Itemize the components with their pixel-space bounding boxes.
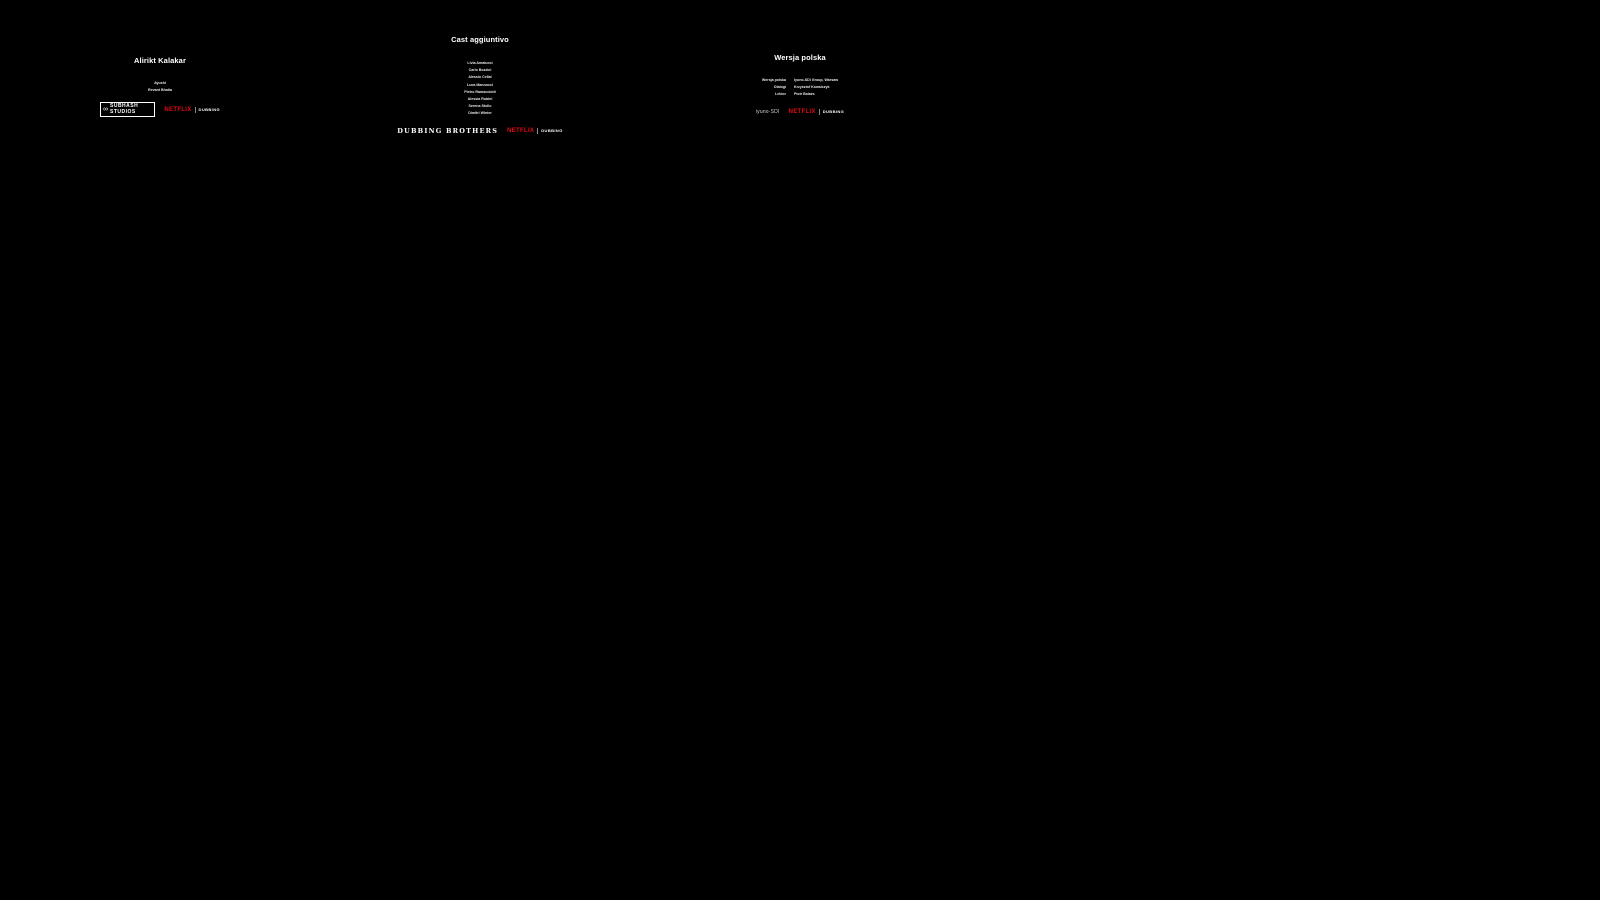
logo-divider (194, 106, 196, 113)
credit-name: Serena Stollo (468, 104, 492, 109)
credit-name: Pietro Ramacciotti (464, 89, 496, 94)
netflix-logo: NETFLIX (788, 108, 816, 115)
credit-heading: Wersja polska (774, 53, 826, 62)
film-reel-icon: ∞ (103, 106, 108, 114)
credit-name: Luca Mannocci (467, 82, 493, 87)
credit-value: Piotr Balazs (794, 92, 815, 97)
logo-row: DUBBING BROTHERS NETFLIX DUBBING (397, 127, 562, 135)
logo-row: iyuno·SDI NETFLIX DUBBING (755, 108, 845, 115)
credit-name: Livia Amatucci (467, 61, 493, 65)
credit-value: Iyuno-SDI Group, Warsaw (794, 78, 838, 82)
credit-role: Dialogi (774, 85, 786, 90)
credit-block-polish: Wersja polska Wersja polska Iyuno-SDI Gr… (740, 53, 860, 115)
credit-name-list: Livia Amatucci Carlo Bozzini Alessio Cel… (464, 60, 496, 118)
dubbing-label: DUBBING (198, 107, 220, 113)
netflix-dubbing-logo: NETFLIX DUBBING (164, 106, 220, 113)
credit-value: Krzysztof Kowalczyk (794, 85, 830, 90)
dubbing-label: DUBBING (822, 109, 845, 115)
credit-name: Alessio Cellai (468, 75, 492, 80)
credit-table: Wersja polska Iyuno-SDI Group, Warsaw Di… (746, 77, 854, 99)
dubbing-label: DUBBING (541, 128, 563, 134)
credit-name: Revant Bhatia (148, 88, 172, 93)
credit-name: Ayushi (154, 81, 166, 85)
credit-name: Carlo Bozzini (468, 68, 492, 73)
credit-name: Dimitri Winter (468, 111, 492, 116)
credit-heading: Alirikt Kalakar (134, 56, 186, 65)
netflix-dubbing-logo: NETFLIX DUBBING (788, 108, 845, 115)
iyuno-sdi-logo: iyuno·SDI (755, 108, 780, 115)
dubbing-brothers-logo: DUBBING BROTHERS (397, 126, 499, 135)
subhash-studios-logo: ∞ SUBHASH STUDIOS (100, 102, 156, 118)
credit-row: Lektor Piotr Balazs (746, 91, 854, 98)
netflix-dubbing-logo: NETFLIX DUBBING (507, 127, 563, 134)
studio-logo-text: SUBHASH STUDIOS (110, 103, 139, 115)
credit-block-italian: Cast aggiuntivo Livia Amatucci Carlo Boz… (397, 35, 562, 135)
netflix-logo: NETFLIX (507, 127, 535, 134)
logo-divider (537, 127, 539, 134)
credit-name: Alessia Rubini (467, 97, 493, 102)
credit-name-list: Ayushi Revant Bhatia (148, 80, 172, 94)
credit-role: Lektor (775, 92, 786, 97)
credit-row: Wersja polska Iyuno-SDI Group, Warsaw (746, 77, 854, 84)
logo-divider (818, 108, 820, 115)
netflix-logo: NETFLIX (164, 106, 192, 113)
credit-row: Dialogi Krzysztof Kowalczyk (746, 84, 854, 91)
credit-role: Wersja polska (761, 78, 786, 82)
logo-row: ∞ SUBHASH STUDIOS NETFLIX DUBBING (100, 102, 220, 118)
credit-block-hindi: Alirikt Kalakar Ayushi Revant Bhatia ∞ S… (100, 56, 220, 118)
credit-heading: Cast aggiuntivo (451, 35, 509, 44)
